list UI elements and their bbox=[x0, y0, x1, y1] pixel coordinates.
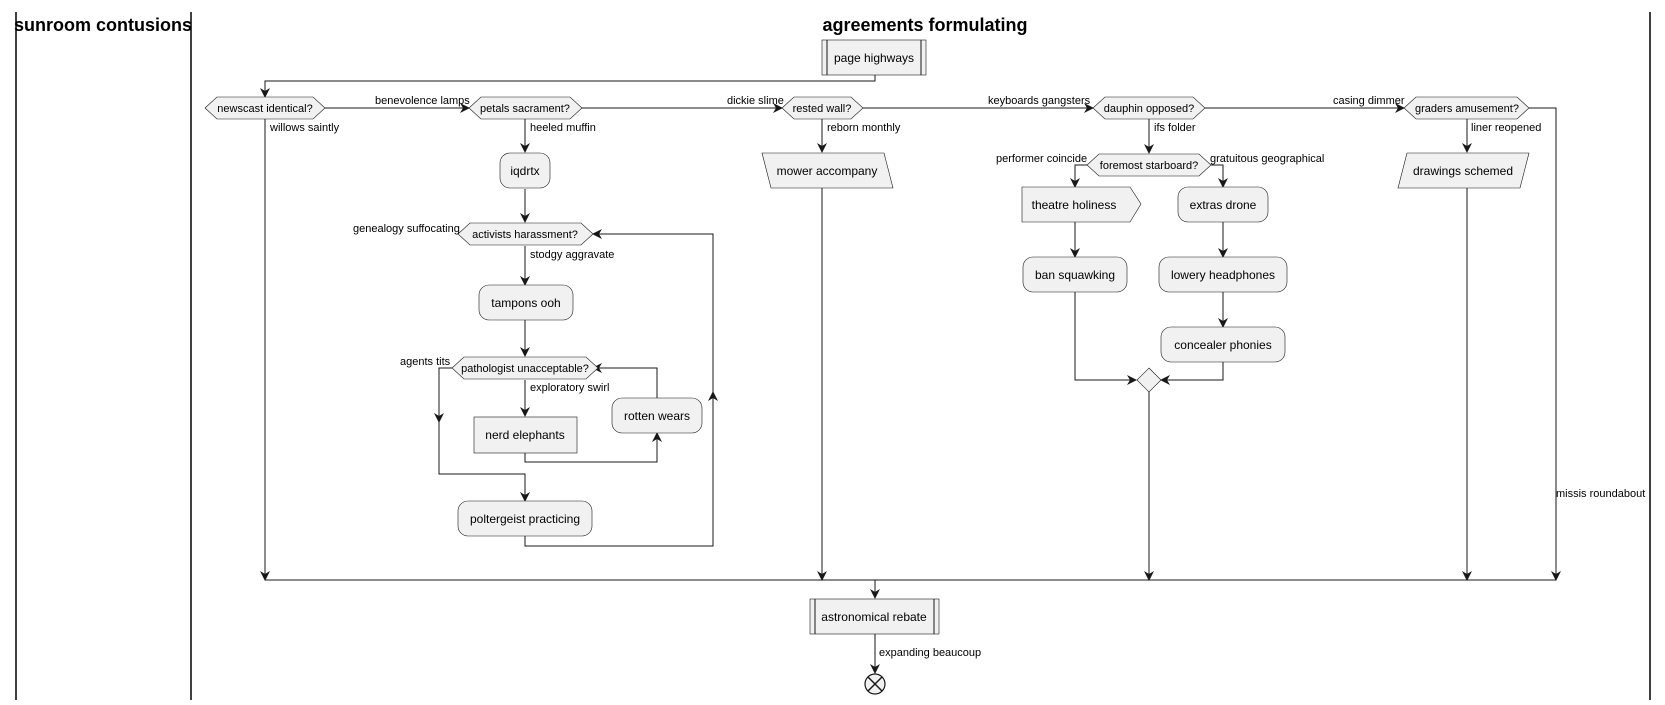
edge-label-reborn-monthly: reborn monthly bbox=[827, 122, 901, 134]
edge-label-heeled-muffin: heeled muffin bbox=[530, 122, 596, 134]
node-nerd-elephants-label: nerd elephants bbox=[485, 428, 564, 442]
decision-activists-harassment-label: activists harassment? bbox=[472, 229, 578, 241]
node-mower-accompany: mower accompany bbox=[761, 152, 894, 189]
edge-label-expanding-beaucoup: expanding beaucoup bbox=[879, 647, 981, 659]
node-page-highways: page highways bbox=[821, 39, 927, 76]
node-ban-squawking: ban squawking bbox=[1022, 256, 1128, 293]
node-lowery-headphones: lowery headphones bbox=[1158, 256, 1288, 293]
edge-pathologist-to-poltergeist bbox=[438, 367, 530, 502]
edge-labels: benevolence lamps dickie slime keyboards… bbox=[269, 95, 1645, 659]
edge-foremost-to-extras bbox=[1211, 164, 1228, 188]
node-concealer-phonies-label: concealer phonies bbox=[1174, 338, 1271, 352]
decision-foremost-starboard-label: foremost starboard? bbox=[1100, 160, 1198, 172]
edge-label-stodgy-aggravate: stodgy aggravate bbox=[530, 249, 614, 261]
node-drawings-schemed-label: drawings schemed bbox=[1413, 164, 1513, 178]
decision-foremost-starboard: foremost starboard? bbox=[1086, 153, 1212, 177]
edge-poltergeist-back-to-activists bbox=[524, 229, 714, 547]
decision-pathologist-unacceptable: pathologist unacceptable? bbox=[451, 356, 599, 380]
node-concealer-phonies: concealer phonies bbox=[1160, 326, 1286, 363]
join-diamond bbox=[1136, 367, 1162, 393]
lane-title-agreements-formulating: agreements formulating bbox=[822, 15, 1027, 35]
node-page-highways-label: page highways bbox=[834, 51, 914, 65]
node-nerd-elephants: nerd elephants bbox=[473, 416, 578, 454]
node-theatre-holiness: theatre holiness bbox=[1021, 186, 1142, 223]
decision-graders-amusement: graders amusement? bbox=[1403, 96, 1530, 120]
edge-label-keyboards-gangsters: keyboards gangsters bbox=[988, 95, 1091, 107]
edge-rotten-back-to-pathologist bbox=[592, 363, 658, 398]
edge-label-ifs-folder: ifs folder bbox=[1154, 122, 1196, 134]
node-drawings-schemed: drawings schemed bbox=[1397, 152, 1530, 189]
decision-graders-amusement-label: graders amusement? bbox=[1415, 103, 1519, 115]
node-mower-accompany-label: mower accompany bbox=[777, 164, 878, 178]
node-extras-drone: extras drone bbox=[1177, 186, 1269, 223]
edge-label-dickie-slime: dickie slime bbox=[727, 95, 784, 107]
edge-label-willows-saintly: willows saintly bbox=[269, 122, 340, 134]
edge-label-benevolence-lamps: benevolence lamps bbox=[375, 95, 470, 107]
node-extras-drone-label: extras drone bbox=[1190, 198, 1257, 212]
node-astronomical-rebate-label: astronomical rebate bbox=[821, 610, 927, 624]
decision-rested-wall: rested wall? bbox=[781, 96, 864, 120]
decision-dauphin-opposed-label: dauphin opposed? bbox=[1104, 103, 1195, 115]
decision-newscast-identical-label: newscast identical? bbox=[217, 103, 312, 115]
edge-page-highways-to-newscast bbox=[260, 75, 876, 98]
node-ban-squawking-label: ban squawking bbox=[1035, 268, 1115, 282]
node-rotten-wears-label: rotten wears bbox=[624, 409, 690, 423]
edge-nerd-to-rotten bbox=[524, 432, 662, 463]
node-tampons-ooh-label: tampons ooh bbox=[491, 296, 560, 310]
decision-rested-wall-label: rested wall? bbox=[793, 103, 852, 115]
edge-graders-else bbox=[1529, 107, 1561, 581]
node-rotten-wears: rotten wears bbox=[611, 397, 703, 434]
edge-label-genealogy-suffocating: genealogy suffocating bbox=[353, 223, 460, 235]
end-node-icon bbox=[864, 673, 886, 695]
edge-label-missis-roundabout: missis roundabout bbox=[1556, 488, 1645, 500]
edge-label-gratuitous-geographical: gratuitous geographical bbox=[1210, 153, 1324, 165]
node-iqdrtx-label: iqdrtx bbox=[510, 164, 539, 178]
node-poltergeist-practicing: poltergeist practicing bbox=[457, 500, 593, 537]
decision-petals-sacrament-label: petals sacrament? bbox=[480, 103, 570, 115]
edge-label-agents-tits: agents tits bbox=[400, 356, 451, 368]
edge-label-casing-dimmer: casing dimmer bbox=[1333, 95, 1405, 107]
decision-activists-harassment: activists harassment? bbox=[457, 222, 594, 246]
edge-label-performer-coincide: performer coincide bbox=[996, 153, 1087, 165]
node-astronomical-rebate: astronomical rebate bbox=[809, 598, 940, 635]
edge-ban-to-join bbox=[1074, 292, 1137, 385]
decision-pathologist-unacceptable-label: pathologist unacceptable? bbox=[461, 363, 589, 375]
decision-newscast-identical: newscast identical? bbox=[204, 96, 326, 120]
node-lowery-headphones-label: lowery headphones bbox=[1171, 268, 1275, 282]
edge-label-exploratory-swirl: exploratory swirl bbox=[530, 382, 609, 394]
node-poltergeist-practicing-label: poltergeist practicing bbox=[470, 512, 580, 526]
connectors bbox=[260, 75, 1561, 674]
lane-title-sunroom-contusions: sunroom contusions bbox=[14, 15, 192, 35]
edge-concealer-to-join bbox=[1160, 362, 1224, 385]
node-theatre-holiness-label: theatre holiness bbox=[1032, 198, 1117, 212]
node-iqdrtx: iqdrtx bbox=[499, 152, 551, 189]
edge-label-liner-reopened: liner reopened bbox=[1471, 122, 1541, 134]
decision-dauphin-opposed: dauphin opposed? bbox=[1092, 96, 1206, 120]
node-tampons-ooh: tampons ooh bbox=[478, 284, 574, 321]
edge-foremost-to-theatre bbox=[1070, 164, 1087, 188]
decision-petals-sacrament: petals sacrament? bbox=[468, 96, 583, 120]
